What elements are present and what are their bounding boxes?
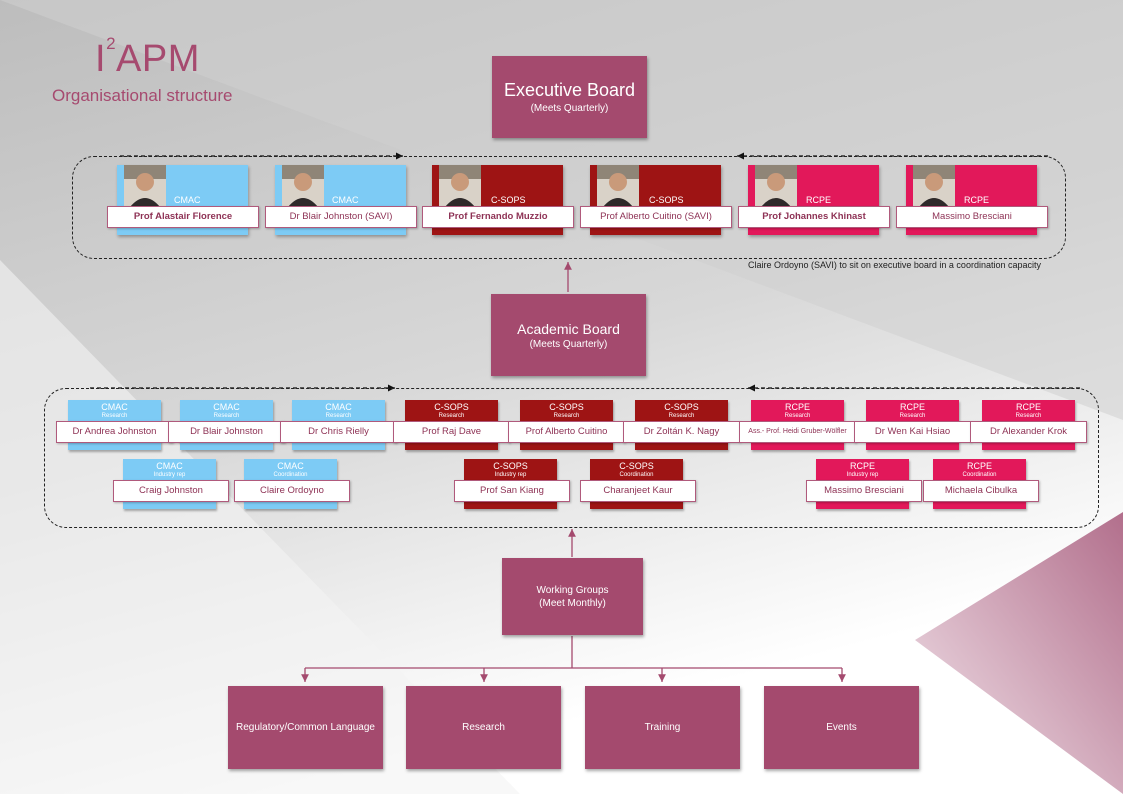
member-photo-icon [597, 165, 639, 207]
member-photo-icon [282, 165, 324, 207]
academic-member-name: Claire Ordoyno [234, 480, 350, 502]
org-tag: CMAC [277, 461, 304, 471]
executive-board-box: Executive Board (Meets Quarterly) [492, 56, 647, 138]
org-tag: RCPE [849, 461, 875, 471]
working-group-box: Training [585, 686, 740, 769]
academic-member-name: Prof Raj Dave [393, 421, 510, 443]
academic-member-name: Dr Zoltán K. Nagy [623, 421, 740, 443]
member-role: Industry rep [494, 472, 527, 478]
academic-member-name: Dr Alexander Krok [970, 421, 1087, 443]
academic-member-name: Craig Johnston [113, 480, 229, 502]
member-role: Research [553, 413, 580, 419]
org-tag: RCPE [1015, 402, 1041, 412]
working-groups-subtitle: (Meet Monthly) [539, 597, 606, 609]
academic-member-name: Dr Blair Johnston [168, 421, 285, 443]
member-photo-icon [124, 165, 166, 207]
member-role: Research [784, 413, 811, 419]
working-groups-box: Working Groups (Meet Monthly) [502, 558, 643, 635]
working-groups-title: Working Groups [536, 584, 609, 596]
org-tag: C-SOPS [664, 402, 699, 412]
org-tag: CMAC [156, 461, 183, 471]
member-role: Coordination [619, 472, 654, 478]
member-photo-icon [755, 165, 797, 207]
executive-member-name: Prof Fernando Muzzio [422, 206, 574, 228]
org-tag: C-SOPS [434, 402, 469, 412]
member-role: Research [438, 413, 465, 419]
academic-board-title: Academic Board [517, 320, 620, 337]
academic-board-box: Academic Board (Meets Quarterly) [491, 294, 646, 376]
executive-member-name: Prof Alberto Cuitino (SAVI) [580, 206, 732, 228]
executive-member-name: Prof Johannes Khinast [738, 206, 890, 228]
member-role: Coordination [962, 472, 997, 478]
executive-member-name: Prof Alastair Florence [107, 206, 259, 228]
org-tag: CMAC [325, 402, 352, 412]
executive-member-name: Massimo Bresciani [896, 206, 1048, 228]
member-photo-icon [439, 165, 481, 207]
executive-group-frame [72, 156, 1066, 259]
academic-member-name: Prof San Kiang [454, 480, 570, 502]
org-tag: C-SOPS [619, 461, 654, 471]
academic-member-name: Massimo Bresciani [806, 480, 922, 502]
member-role: Research [899, 413, 926, 419]
executive-board-title: Executive Board [503, 80, 636, 100]
member-role: Research [325, 413, 352, 419]
member-role: Research [1015, 413, 1042, 419]
academic-member-name: Dr Andrea Johnston [56, 421, 173, 443]
academic-board-subtitle: (Meets Quarterly) [529, 338, 608, 350]
working-group-box: Events [764, 686, 919, 769]
org-tag: RCPE [966, 461, 992, 471]
app-title: I2APM [95, 34, 200, 80]
page-subtitle: Organisational structure [52, 86, 233, 105]
academic-member-name: Prof Alberto Cuitino [508, 421, 625, 443]
org-tag: RCPE [784, 402, 810, 412]
academic-member-name: Michaela Cibulka [923, 480, 1039, 502]
org-tag: C-SOPS [549, 402, 584, 412]
executive-note: Claire Ordoyno (SAVI) to sit on executiv… [748, 260, 1041, 270]
academic-member-name: Dr Wen Kai Hsiao [854, 421, 971, 443]
member-role: Coordination [273, 472, 308, 478]
member-role: Industry rep [153, 472, 186, 478]
academic-member-name: Ass.- Prof. Heidi Gruber-Wölfler [739, 421, 856, 443]
org-tag: C-SOPS [649, 195, 684, 205]
org-tag: CMAC [101, 402, 128, 412]
executive-member-name: Dr Blair Johnston (SAVI) [265, 206, 417, 228]
working-group-box: Research [406, 686, 561, 769]
member-photo-icon [913, 165, 955, 207]
org-tag: C-SOPS [493, 461, 528, 471]
org-tag: CMAC [332, 195, 359, 205]
org-tag: RCPE [899, 402, 925, 412]
org-tag: RCPE [806, 195, 832, 205]
org-tag: RCPE [964, 195, 990, 205]
org-tag: CMAC [213, 402, 240, 412]
executive-board-subtitle: (Meets Quarterly) [530, 103, 609, 114]
org-tag: C-SOPS [491, 195, 526, 205]
working-group-box: Regulatory/Common Language [228, 686, 383, 769]
academic-member-name: Charanjeet Kaur [580, 480, 696, 502]
member-role: Research [101, 413, 128, 419]
academic-group-frame [44, 388, 1099, 528]
member-role: Research [668, 413, 695, 419]
org-tag: CMAC [174, 195, 201, 205]
member-role: Research [213, 413, 240, 419]
member-role: Industry rep [846, 472, 879, 478]
academic-member-name: Dr Chris Rielly [280, 421, 397, 443]
